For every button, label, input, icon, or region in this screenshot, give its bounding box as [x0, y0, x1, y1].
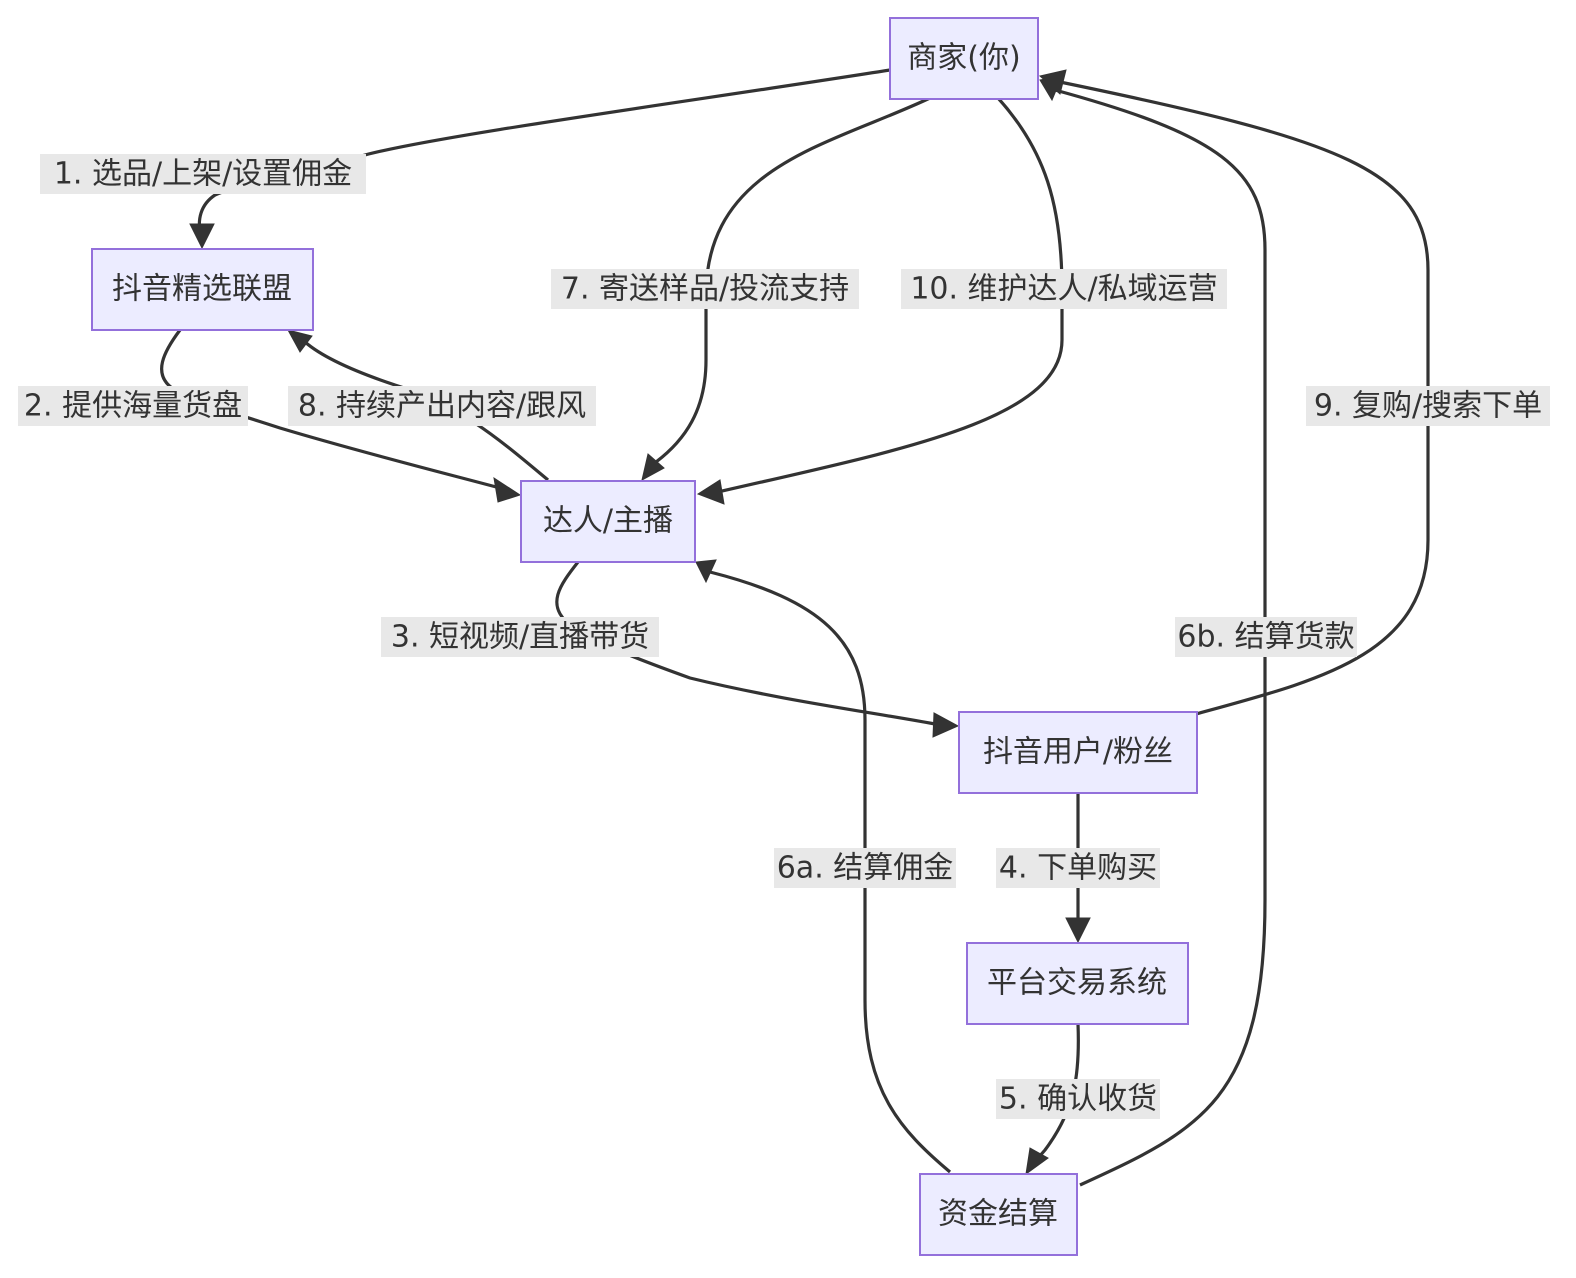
node-settlement-label: 资金结算 [938, 1197, 1058, 1232]
arrowhead-merchant-from-users [1038, 69, 1067, 95]
edge-label-e4: 4. 下单购买 [996, 848, 1160, 888]
edge-label-e7: 7. 寄送样品/投流支持 [551, 269, 859, 309]
edge-label-e9-text: 9. 复购/搜索下单 [1314, 389, 1542, 424]
node-settlement[interactable]: 资金结算 [919, 1173, 1078, 1256]
edge-label-e6a: 6a. 结算佣金 [774, 848, 956, 888]
edge-label-e9: 9. 复购/搜索下单 [1306, 386, 1550, 426]
edge-label-e6a-text: 6a. 结算佣金 [777, 851, 954, 886]
arrowhead-influencer-from-settlement [695, 559, 717, 584]
edges [160, 68, 1430, 1187]
edge-label-e8: 8. 持续产出内容/跟风 [288, 386, 596, 426]
edge-merchant-to-influencer-samples [655, 96, 931, 464]
edge-settlement-to-influencer [709, 570, 952, 1174]
arrowhead-alliance [189, 223, 215, 250]
node-trade[interactable]: 平台交易系统 [966, 942, 1189, 1025]
edge-label-e10-text: 10. 维护达人/私域运营 [910, 272, 1217, 307]
edge-label-e4-text: 4. 下单购买 [999, 851, 1157, 886]
edge-label-e1: 1. 选品/上架/设置佣金 [40, 154, 366, 194]
arrowhead-influencer-from-alliance [493, 476, 522, 503]
arrowhead-influencer-from-merchant-maintain [696, 479, 725, 505]
edge-label-e5: 5. 确认收货 [996, 1079, 1160, 1119]
edge-merchant-to-alliance [197, 68, 891, 233]
arrowhead-users-from-influencer [932, 712, 960, 738]
edge-label-e6b-text: 6b. 结算货款 [1177, 620, 1354, 655]
arrowheads [189, 69, 1091, 1176]
arrowhead-alliance-from-influencer [287, 329, 313, 353]
edge-label-e5-text: 5. 确认收货 [999, 1082, 1157, 1117]
edge-label-e1-text: 1. 选品/上架/设置佣金 [54, 157, 352, 192]
arrowhead-settlement [1025, 1147, 1049, 1176]
node-alliance-label: 抖音精选联盟 [112, 272, 292, 307]
edge-label-e7-text: 7. 寄送样品/投流支持 [561, 272, 849, 307]
node-trade-label: 平台交易系统 [987, 966, 1167, 1001]
edge-label-e10: 10. 维护达人/私域运营 [901, 269, 1227, 309]
edge-label-e3-text: 3. 短视频/直播带货 [391, 620, 649, 655]
edge-label-e8-text: 8. 持续产出内容/跟风 [298, 389, 586, 424]
edge-settlement-to-merchant [1054, 88, 1267, 1187]
node-influencer-label: 达人/主播 [543, 504, 673, 539]
edge-label-e6b: 6b. 结算货款 [1175, 617, 1357, 657]
edge-label-e2-text: 2. 提供海量货盘 [24, 389, 242, 424]
node-users-label: 抖音用户/粉丝 [983, 735, 1173, 770]
nodes: 商家(你) 抖音精选联盟 达人/主播 抖音用户/粉丝 平台交易系统 资金结算 [91, 17, 1198, 1256]
arrowhead-influencer-from-merchant [641, 453, 665, 481]
edge-influencer-to-users [555, 561, 936, 726]
edge-users-to-merchant [1059, 80, 1430, 716]
edge-label-e3: 3. 短视频/直播带货 [381, 617, 659, 657]
edge-label-e2: 2. 提供海量货盘 [18, 386, 248, 426]
edge-merchant-to-influencer-maintain [717, 96, 1064, 494]
node-merchant[interactable]: 商家(你) [889, 17, 1039, 100]
node-merchant-label: 商家(你) [907, 41, 1020, 76]
node-alliance[interactable]: 抖音精选联盟 [91, 248, 314, 331]
edge-labels: 1. 选品/上架/设置佣金 2. 提供海量货盘 3. 短视频/直播带货 4. 下… [18, 154, 1550, 1119]
arrowhead-trade [1065, 917, 1091, 944]
node-users[interactable]: 抖音用户/粉丝 [958, 711, 1198, 794]
edge-alliance-to-influencer [160, 329, 501, 490]
node-influencer[interactable]: 达人/主播 [520, 480, 696, 563]
